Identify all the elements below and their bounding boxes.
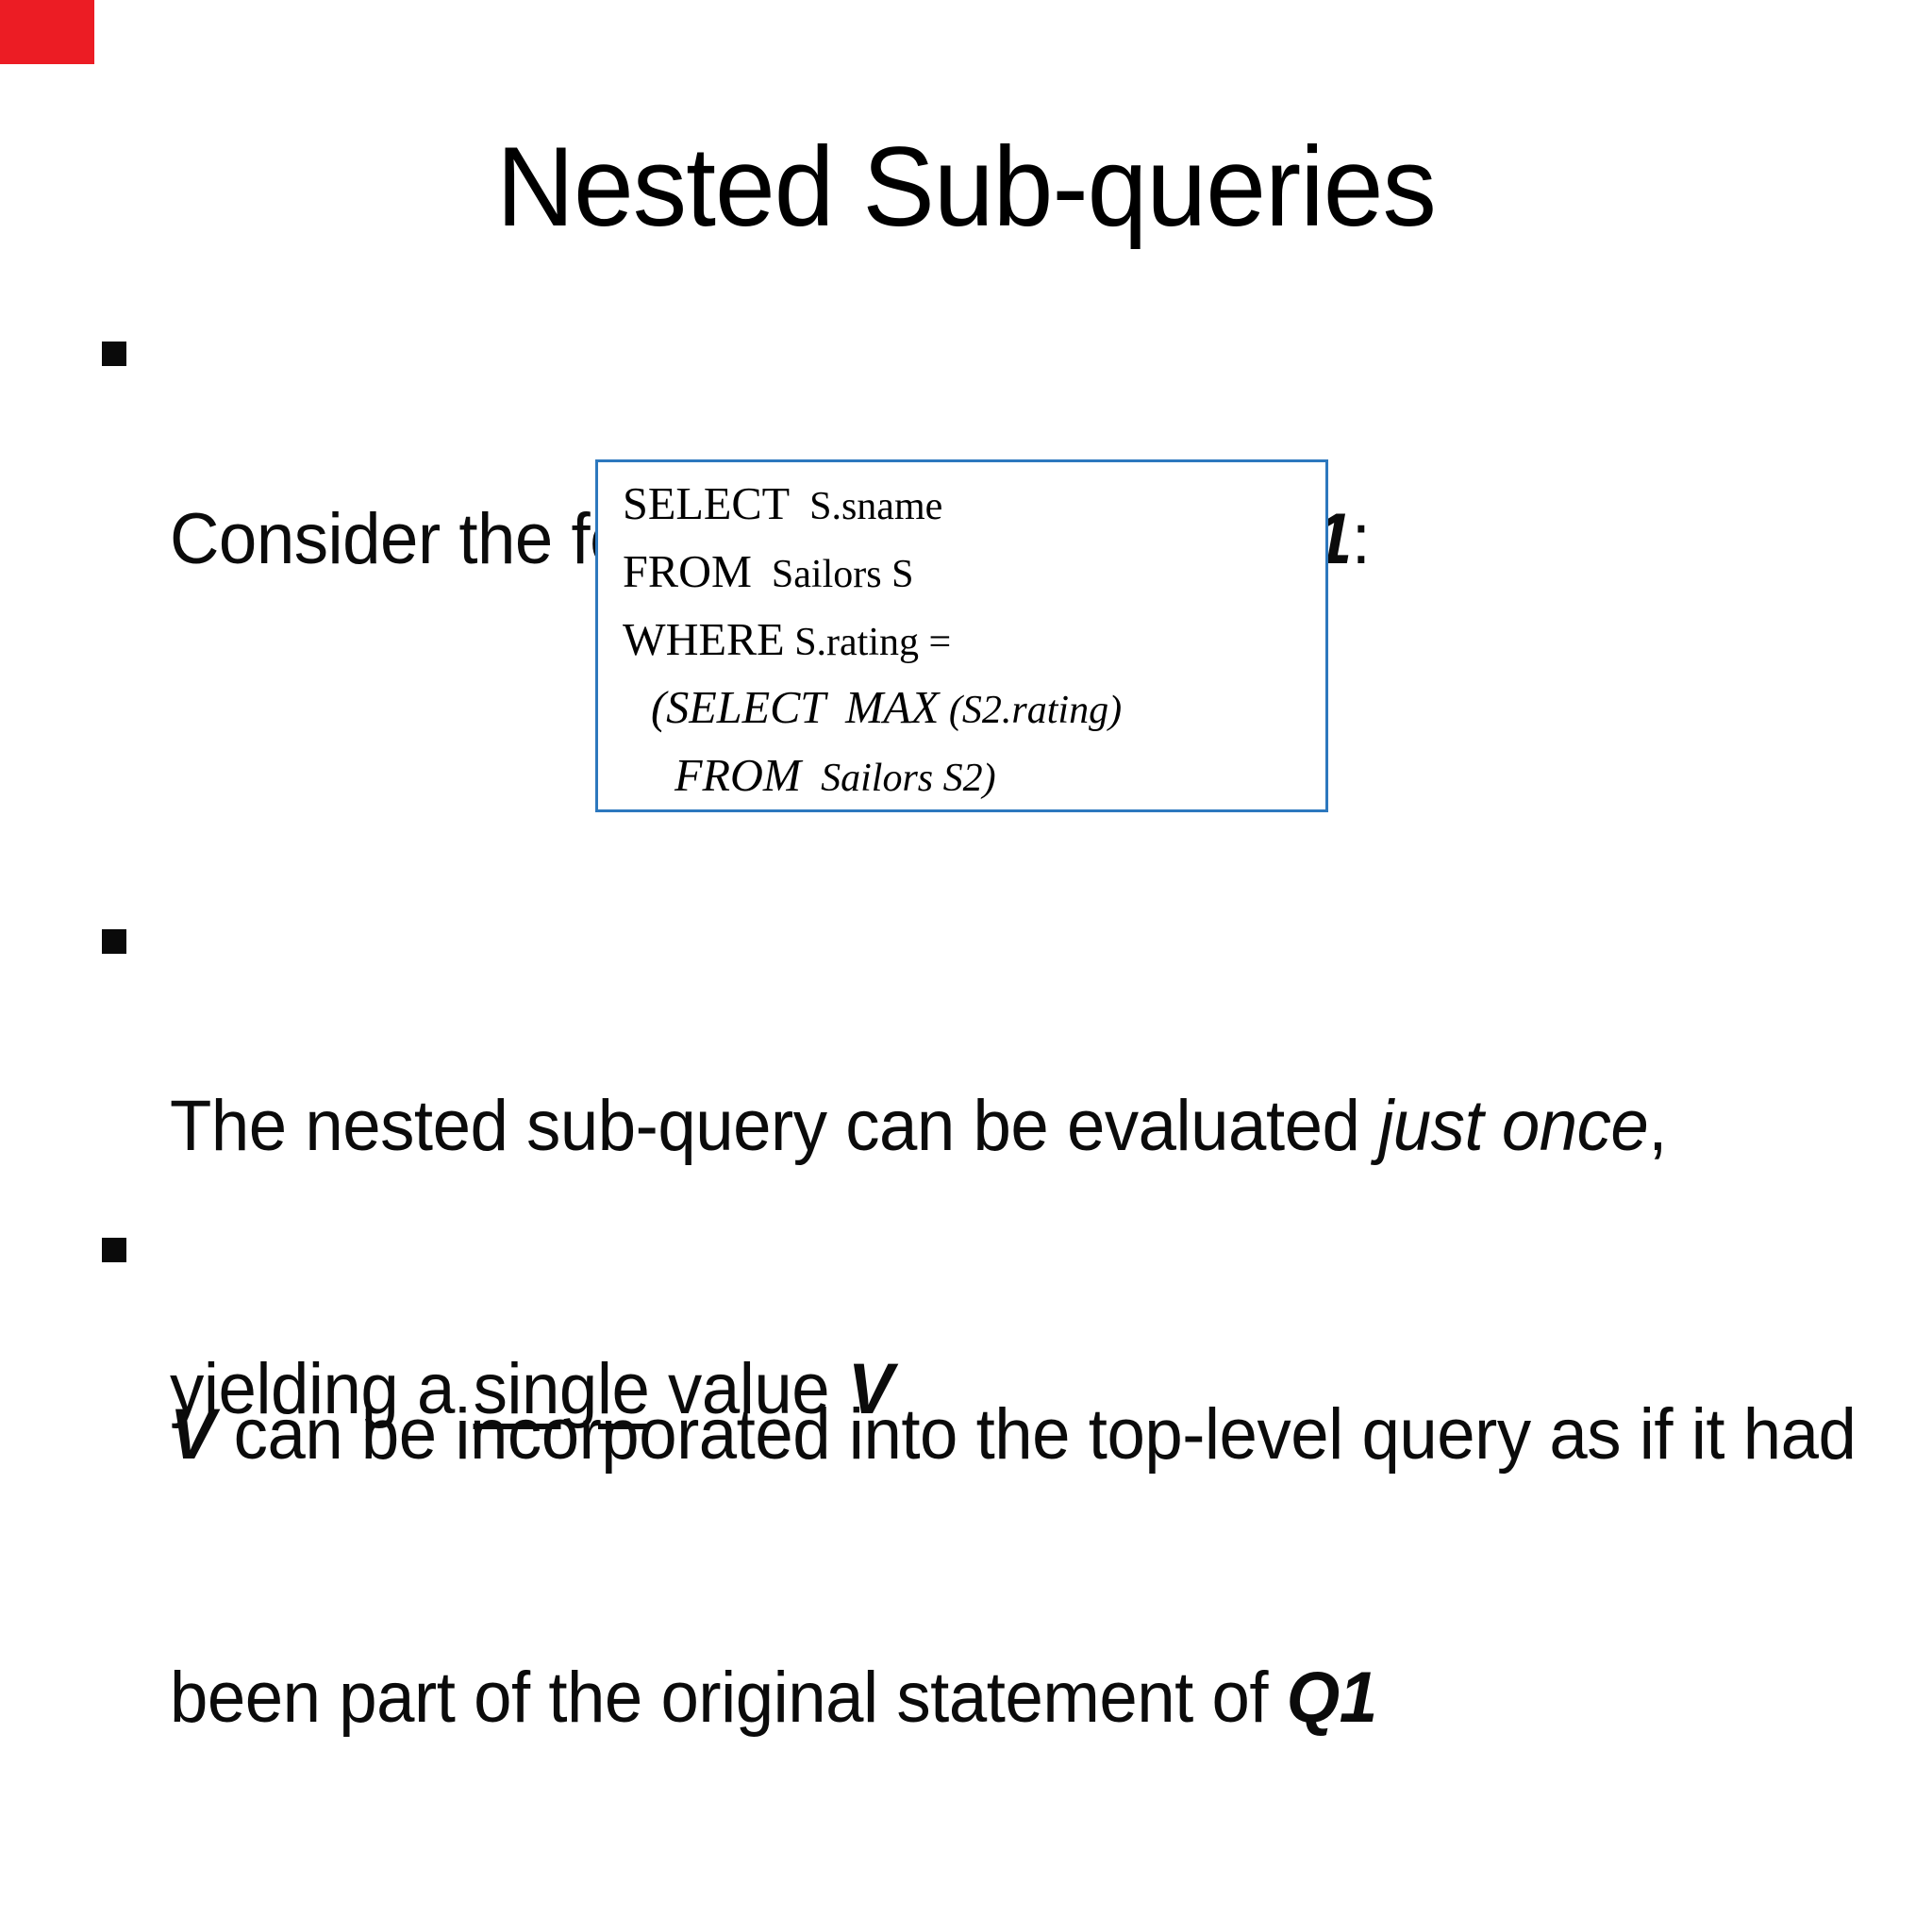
recording-marker <box>0 0 94 64</box>
text-run: SELECT <box>623 479 791 529</box>
text-run: S.sname <box>790 485 943 528</box>
text-run: S.rating = <box>784 621 952 664</box>
text-run: FROM <box>623 547 752 597</box>
bullet-item-2: The nested sub-query can be evaluated ju… <box>170 907 1882 1609</box>
bullet-square-icon <box>102 1238 126 1262</box>
bullet-text-line: V can be incorporated into the top-level… <box>170 1391 1882 1478</box>
text-run: (S2.rating) <box>939 689 1123 732</box>
text-run: The nested sub-query can be evaluated <box>170 1086 1379 1166</box>
text-run: been part of the original statement of <box>170 1658 1287 1738</box>
slide-canvas: Nested Sub-queries Consider the followin… <box>0 0 1857 1738</box>
slide-title: Nested Sub-queries <box>496 124 1437 250</box>
text-run: just once <box>1378 1086 1649 1166</box>
text-run <box>825 689 845 732</box>
text-run: FROM <box>675 751 802 801</box>
sql-line-subfrom: FROM Sailors S2) <box>675 743 1316 811</box>
text-run: Sailors S <box>751 553 914 596</box>
text-run: can be incorporated into the top-level q… <box>214 1394 1857 1475</box>
bullet-text-line: yielding a single value V <box>170 1345 1882 1433</box>
text-run: yielding a <box>170 1349 474 1429</box>
bullet-text-line: The nested sub-query can be evaluated ju… <box>170 1082 1882 1170</box>
text-run: MAX <box>845 683 940 733</box>
sql-line-subselect: (SELECT MAX (S2.rating) <box>651 675 1316 743</box>
text-run: Sailors S2) <box>801 757 996 800</box>
text-run: WHERE <box>623 615 785 665</box>
bullet-square-icon <box>102 929 126 954</box>
text-run: , <box>1648 1086 1668 1166</box>
text-run: Q1 <box>1286 1658 1377 1738</box>
text-run: V <box>170 1394 215 1475</box>
text-run: (SELECT <box>651 683 826 733</box>
text-run: : <box>1351 499 1371 579</box>
bullet-item-3: V can be incorporated into the top-level… <box>170 1215 1882 1917</box>
sql-line-select: SELECT S.sname <box>623 472 1316 540</box>
text-run: value <box>649 1349 848 1429</box>
bullet-text-line: been part of the original statement of Q… <box>170 1654 1882 1742</box>
bullet-square-icon <box>102 342 126 366</box>
sql-line-from: FROM Sailors S <box>623 540 1316 608</box>
text-run: single <box>473 1349 650 1429</box>
sql-query-box: SELECT S.sname FROM Sailors S WHERE S.ra… <box>595 459 1328 812</box>
text-run: V <box>847 1349 893 1429</box>
sql-line-where: WHERE S.rating = <box>623 608 1316 675</box>
